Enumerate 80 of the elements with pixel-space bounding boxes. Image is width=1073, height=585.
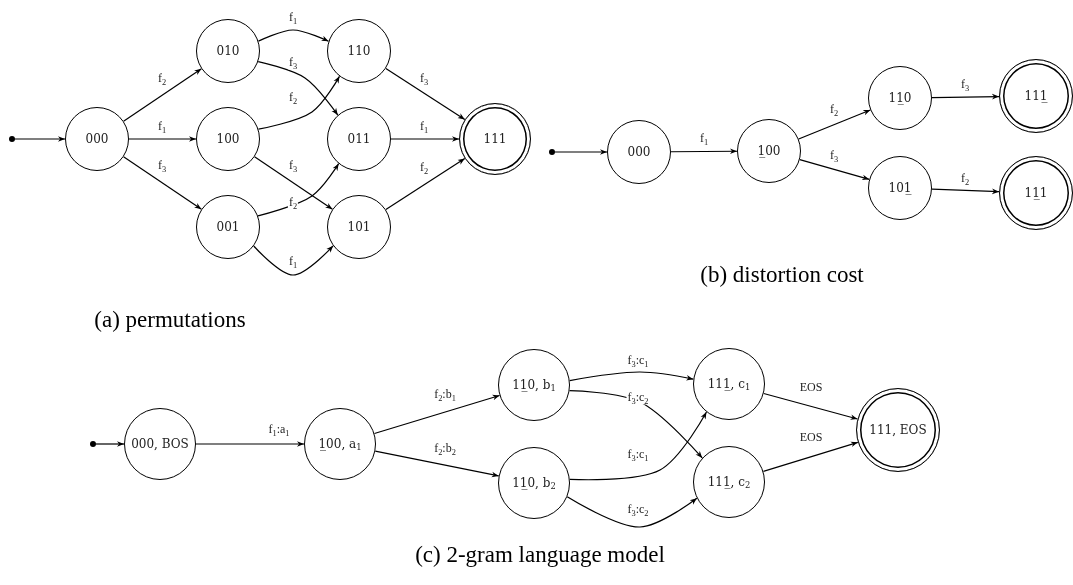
arrow [390,136,460,142]
arrow [799,159,870,181]
arrow [566,496,698,528]
arrow [798,109,871,140]
state-label: 010 [216,44,240,58]
state-label: 000 [627,145,651,159]
edge-label: f$_{3}$:c$_{1}$ [626,354,650,368]
arrow [762,441,859,472]
arrow [931,93,1000,100]
arrow [95,441,125,447]
arrow [122,156,203,210]
state-label: 11̲0, b$_{1}$ [512,378,556,392]
edge-label: f$_{3}$:c$_{1}$ [626,448,650,462]
subfigure-caption: (b) distortion cost [700,262,864,288]
arrow [670,148,738,155]
state-label: 100 [216,132,240,146]
state-label: 111̲ [1024,89,1048,103]
edge-label: f$_{3}$ [959,78,971,92]
state-label: 1̲00 [757,144,781,158]
state-label: 11̲1 [1024,186,1048,200]
arrow [569,411,708,481]
arrow [374,450,500,478]
state-label: 11̲0, b$_{2}$ [512,476,556,490]
edge-label: f$_{3}$ [418,72,430,86]
subfigure-caption: (c) 2-gram language model [415,542,665,568]
arrow [385,67,466,121]
arrow [257,61,339,116]
start-dot [549,149,555,155]
edge-label: f$_{1}$ [156,120,168,134]
edge-label: f$_{3}$:c$_{2}$ [626,391,650,405]
arrow [554,149,608,155]
edge-label: f$_{1}$ [418,120,430,134]
arrow [385,157,466,211]
edge-label: f$_{3}$:c$_{2}$ [626,503,650,517]
state-label: 1̲00, a$_{1}$ [318,437,362,451]
subfigure-caption: (a) permutations [94,307,246,333]
edge-label: f$_{2}$ [418,161,430,175]
arrow [373,394,501,435]
state-label: 101 [347,220,371,234]
arrow [257,75,341,130]
edge-label: f$_{3}$ [828,149,840,163]
edge-label: f$_{3}$ [156,159,168,173]
arrow [14,136,66,142]
edge-label: f$_{2}$ [287,91,299,105]
edge-label: f$_{2}$:b$_{2}$ [433,442,457,456]
arrow [763,392,859,420]
arrow [195,441,305,447]
edge-label: f$_{2}$ [828,103,840,117]
arrow [128,136,197,142]
state-label: 11̲0 [888,91,912,105]
edge-label: f$_{2}$ [156,72,168,86]
state-label: 111 [483,132,507,146]
edge-label: f$_{3}$ [287,159,299,173]
state-label: 101̲ [888,181,912,195]
arrow [257,163,340,217]
state-label: 111̲, c$_{1}$ [707,377,751,391]
arrow [257,29,330,42]
edge-label: f$_{3}$ [287,56,299,70]
edge-label: f$_{1}$ [287,11,299,25]
start-dot [90,441,96,447]
state-label: 111, EOS [869,423,927,437]
arrow [253,245,334,276]
state-label: 011 [347,132,371,146]
state-label: 111̲, c$_{2}$ [707,475,751,489]
arrow [568,390,703,459]
arrow [931,188,1000,195]
state-label: 000 [85,132,109,146]
edge-label: f$_{1}$ [698,132,710,146]
arrow [122,68,203,122]
state-label: 001 [216,220,240,234]
start-dot [9,136,15,142]
arrow [569,371,694,382]
arrow [253,156,334,210]
edge-label: f$_{2}$ [287,196,299,210]
edge-label: f$_{1}$ [287,255,299,269]
edge-label: f$_{1}$:a$_{1}$ [267,423,291,437]
edge-label: f$_{2}$ [959,172,971,186]
state-label: 110 [347,44,371,58]
edge-label: f$_{2}$:b$_{1}$ [433,388,457,402]
state-label: 000, BOS [131,437,189,451]
